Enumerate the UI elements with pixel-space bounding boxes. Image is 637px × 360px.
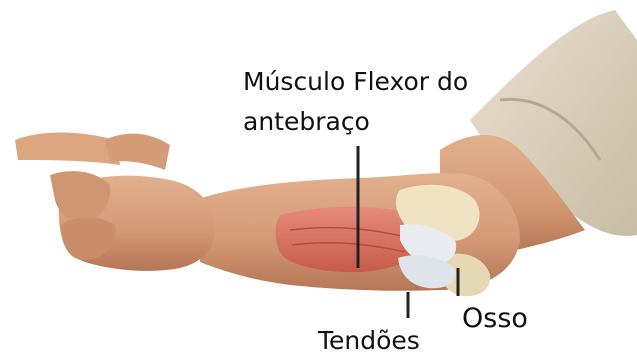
index-finger — [15, 133, 120, 166]
bone-label: Osso — [462, 302, 528, 336]
middle-finger — [105, 134, 170, 170]
flexor-muscle-label: Músculo Flexor do antebraço — [243, 62, 468, 142]
flexor-label-line2: antebraço — [243, 102, 468, 142]
flexor-label-line1: Músculo Flexor do — [243, 62, 468, 102]
tendons-label: Tendões — [318, 324, 420, 358]
